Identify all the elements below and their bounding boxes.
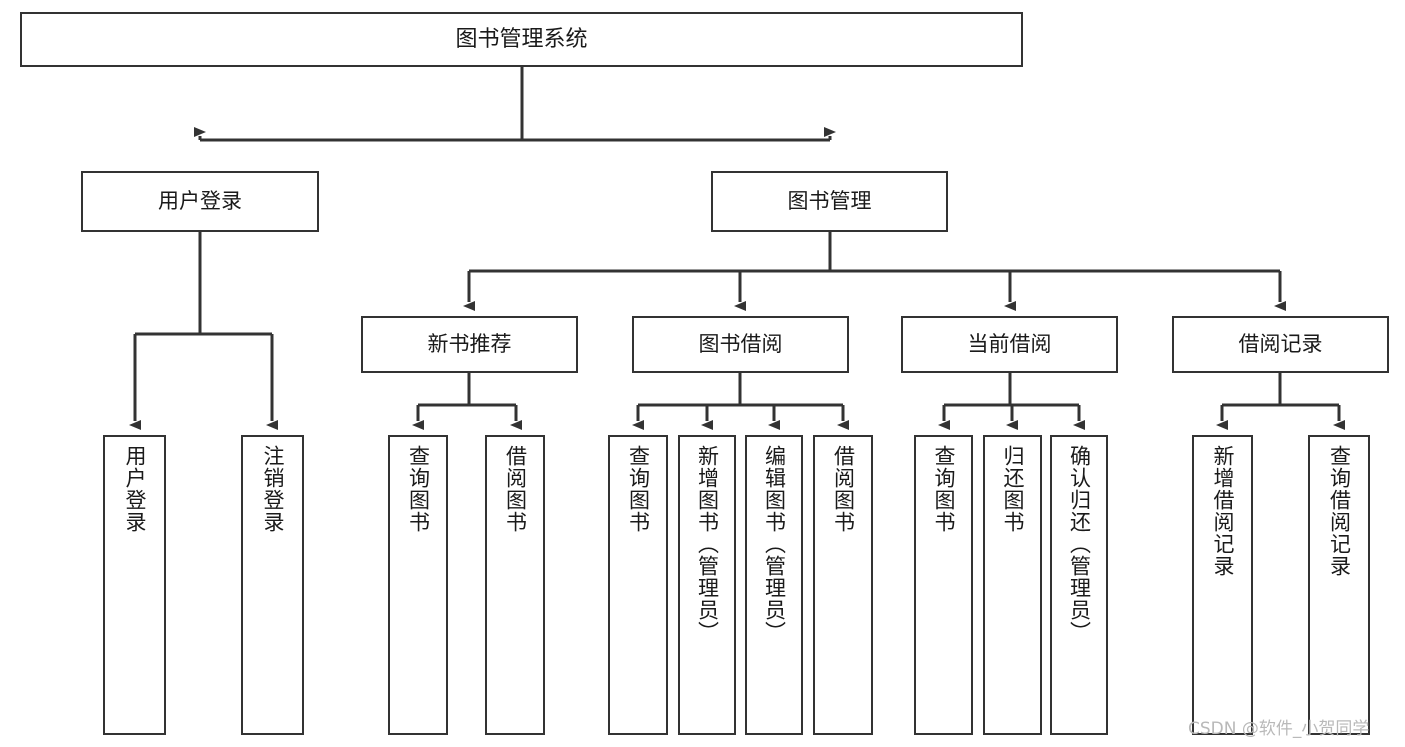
node-leaf-query-book-3[interactable]: 查询图书	[914, 435, 973, 735]
node-borrow-record-label: 借阅记录	[1238, 332, 1323, 357]
node-current-borrow[interactable]: 当前借阅	[901, 316, 1118, 373]
node-leaf-confirm-return-label: 确认归还（管理员）	[1067, 445, 1092, 643]
node-leaf-return-book[interactable]: 归还图书	[983, 435, 1042, 735]
node-leaf-query-record-label: 查询借阅记录	[1327, 445, 1352, 577]
node-user-login[interactable]: 用户登录	[81, 171, 319, 232]
node-book-manage-label: 图书管理	[787, 189, 872, 214]
node-user-login-label: 用户登录	[158, 189, 242, 214]
node-leaf-user-login[interactable]: 用户登录	[103, 435, 166, 735]
node-leaf-logout-label: 注销登录	[261, 445, 285, 533]
node-new-book-recommend-label: 新书推荐	[427, 332, 512, 357]
node-borrow-record[interactable]: 借阅记录	[1172, 316, 1389, 373]
node-leaf-borrow-book-2[interactable]: 借阅图书	[813, 435, 873, 735]
node-leaf-add-book[interactable]: 新增图书（管理员）	[678, 435, 736, 735]
node-leaf-add-record-label: 新增借阅记录	[1211, 445, 1235, 577]
node-leaf-confirm-return[interactable]: 确认归还（管理员）	[1050, 435, 1108, 735]
node-leaf-user-login-label: 用户登录	[123, 445, 147, 533]
watermark: CSDN @软件_小贺同学	[1188, 719, 1370, 739]
node-leaf-borrow-book-2-label: 借阅图书	[831, 445, 856, 533]
node-leaf-query-record[interactable]: 查询借阅记录	[1308, 435, 1370, 735]
node-leaf-query-book-1[interactable]: 查询图书	[388, 435, 448, 735]
node-book-borrow-label: 图书借阅	[698, 332, 783, 357]
node-book-manage[interactable]: 图书管理	[711, 171, 948, 232]
node-leaf-return-book-label: 归还图书	[1001, 445, 1025, 533]
node-leaf-logout[interactable]: 注销登录	[241, 435, 304, 735]
node-leaf-query-book-2[interactable]: 查询图书	[608, 435, 668, 735]
node-root-label: 图书管理系统	[455, 26, 588, 52]
node-leaf-add-book-label: 新增图书（管理员）	[695, 445, 720, 643]
node-leaf-add-record[interactable]: 新增借阅记录	[1192, 435, 1253, 735]
node-leaf-edit-book[interactable]: 编辑图书（管理员）	[745, 435, 803, 735]
node-new-book-recommend[interactable]: 新书推荐	[361, 316, 578, 373]
node-leaf-edit-book-label: 编辑图书（管理员）	[762, 445, 787, 643]
node-book-borrow[interactable]: 图书借阅	[632, 316, 849, 373]
node-root[interactable]: 图书管理系统	[20, 12, 1023, 67]
node-leaf-query-book-3-label: 查询图书	[932, 445, 956, 533]
node-leaf-borrow-book-1[interactable]: 借阅图书	[485, 435, 545, 735]
node-leaf-query-book-1-label: 查询图书	[406, 445, 431, 533]
node-leaf-borrow-book-1-label: 借阅图书	[503, 445, 528, 533]
node-leaf-query-book-2-label: 查询图书	[626, 445, 651, 533]
node-current-borrow-label: 当前借阅	[967, 332, 1052, 357]
